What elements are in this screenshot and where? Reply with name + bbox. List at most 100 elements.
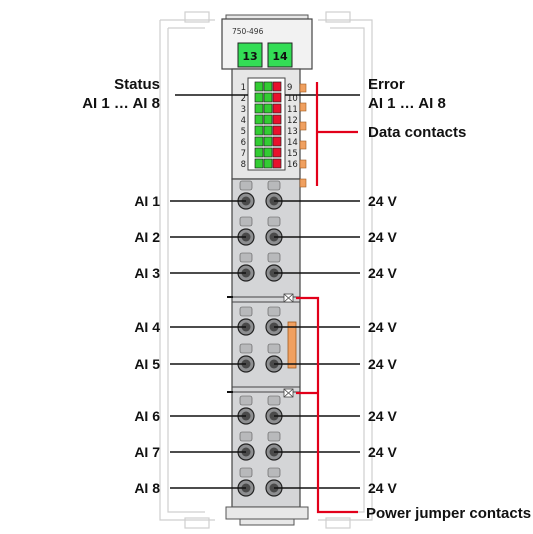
clamp-slot <box>239 252 253 263</box>
led-number-right: 14 <box>287 138 298 148</box>
leader-lines <box>170 200 360 489</box>
data-contact-stubs <box>299 83 307 188</box>
clamp-slot <box>239 306 253 317</box>
clamp-slot <box>239 395 253 406</box>
clamp-slot <box>239 180 253 191</box>
neighbour-outline <box>159 11 373 529</box>
data-contact <box>299 140 307 150</box>
tab-left-label: 13 <box>242 50 257 63</box>
clamp-slot <box>267 180 281 191</box>
input-label: AI 1 <box>134 193 160 209</box>
error-led <box>272 136 282 147</box>
input-label: AI 8 <box>134 480 160 496</box>
status-range-label: AI 1 … AI 8 <box>82 95 160 112</box>
tab-13 <box>237 42 263 68</box>
supply-label: 24 V <box>368 480 397 496</box>
status-led <box>254 103 264 114</box>
clamp-slot <box>239 216 253 227</box>
status-led <box>263 81 273 92</box>
error-range-label: AI 1 … AI 8 <box>368 95 446 112</box>
input-label: AI 4 <box>134 319 160 335</box>
input-label: AI 5 <box>134 356 160 372</box>
clamp-slot <box>267 431 281 442</box>
data-contact <box>299 83 307 93</box>
input-labels: AI 1 AI 2 AI 3 AI 4 AI 5 AI 6 AI 7 AI 8 <box>134 193 160 496</box>
data-contacts-bracket <box>315 82 358 186</box>
led-number-left: 7 <box>241 149 246 159</box>
error-led <box>272 125 282 136</box>
clamp-slot <box>267 306 281 317</box>
led-number-left: 3 <box>241 105 246 115</box>
status-led <box>263 114 273 125</box>
error-led <box>272 158 282 169</box>
power-jumper-block <box>287 321 297 369</box>
data-contact <box>299 159 307 169</box>
supply-labels: 24 V 24 V 24 V 24 V 24 V 24 V 24 V 24 V <box>368 193 397 496</box>
error-led <box>272 81 282 92</box>
input-label: AI 2 <box>134 229 160 245</box>
clamp-slot <box>267 395 281 406</box>
status-led <box>254 158 264 169</box>
clamp-slot <box>239 343 253 354</box>
status-led <box>254 114 264 125</box>
led-number-right: 10 <box>287 94 298 104</box>
status-led <box>263 158 273 169</box>
clamp-slot <box>267 252 281 263</box>
data-contacts-label: Data contacts <box>368 124 466 141</box>
input-label: AI 6 <box>134 408 160 424</box>
led-number-right: 13 <box>287 127 298 137</box>
supply-label: 24 V <box>368 319 397 335</box>
error-led <box>272 114 282 125</box>
clamp-slot <box>267 216 281 227</box>
led-number-left: 2 <box>241 94 246 104</box>
input-label: AI 7 <box>134 444 160 460</box>
status-led <box>254 92 264 103</box>
status-led <box>254 81 264 92</box>
led-number-left: 1 <box>241 83 246 93</box>
status-led <box>254 125 264 136</box>
status-led <box>263 136 273 147</box>
led-number-left: 6 <box>241 138 246 148</box>
clamp-slot <box>239 467 253 478</box>
supply-label: 24 V <box>368 229 397 245</box>
supply-label: 24 V <box>368 193 397 209</box>
supply-label: 24 V <box>368 444 397 460</box>
error-led <box>272 92 282 103</box>
clamp-slot <box>267 467 281 478</box>
status-label: Status <box>114 76 160 93</box>
error-led <box>272 147 282 158</box>
error-label: Error <box>368 76 405 93</box>
led-number-right: 15 <box>287 149 298 159</box>
status-led <box>263 147 273 158</box>
status-led <box>263 103 273 114</box>
status-led <box>254 147 264 158</box>
led-number-right: 16 <box>287 160 298 170</box>
supply-label: 24 V <box>368 408 397 424</box>
error-led <box>272 103 282 114</box>
power-jumper-label: Power jumper contacts <box>366 505 531 522</box>
tab-right-label: 14 <box>272 50 288 63</box>
status-led <box>263 92 273 103</box>
data-contact <box>299 102 307 112</box>
supply-label: 24 V <box>368 356 397 372</box>
part-number: 750-496 <box>232 27 264 36</box>
led-number-left: 4 <box>241 116 246 126</box>
led-number-right: 9 <box>287 83 292 93</box>
status-led <box>254 136 264 147</box>
led-number-right: 12 <box>287 116 298 126</box>
input-label: AI 3 <box>134 265 160 281</box>
data-contact <box>299 121 307 131</box>
data-contact <box>299 178 307 188</box>
led-array <box>254 81 282 169</box>
clamp-slot <box>267 343 281 354</box>
clamp-slot <box>239 431 253 442</box>
led-number-right: 11 <box>287 105 298 115</box>
supply-label: 24 V <box>368 265 397 281</box>
power-jumper-bracket <box>296 296 358 514</box>
led-number-left: 8 <box>241 160 246 170</box>
tab-14 <box>267 42 293 68</box>
status-led <box>263 125 273 136</box>
